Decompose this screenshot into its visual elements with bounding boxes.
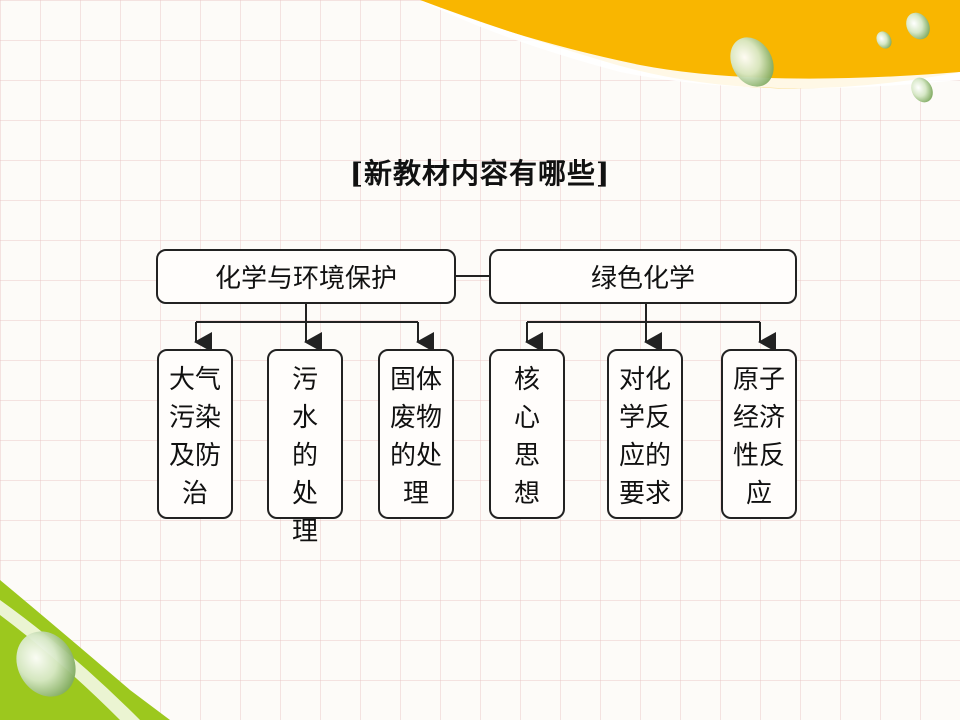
root-box-environment: 化学与环境保护 <box>156 249 456 304</box>
top-right-white-swoosh <box>420 0 960 89</box>
leaf-atom-economy: 原子经济性反应 <box>721 349 797 519</box>
water-drop-icon <box>876 31 892 49</box>
leaf-core-idea: 核心思想 <box>489 349 565 519</box>
water-drop-icon <box>906 12 930 40</box>
page-title: [新教材内容有哪些] <box>349 157 611 190</box>
top-right-yellow-swoosh <box>420 0 960 89</box>
leaf-air-pollution: 大气污染及防治 <box>157 349 233 519</box>
leaf-reaction-requirements: 对化学反应的要求 <box>607 349 683 519</box>
root-box-green-chemistry: 绿色化学 <box>489 249 797 304</box>
leaf-wastewater: 污水的处理 <box>267 349 343 547</box>
water-drop-icon <box>16 631 76 697</box>
water-drop-icon <box>730 37 774 87</box>
water-drop-icon <box>911 77 933 103</box>
leaf-solid-waste: 固体废物的处理 <box>378 349 454 519</box>
